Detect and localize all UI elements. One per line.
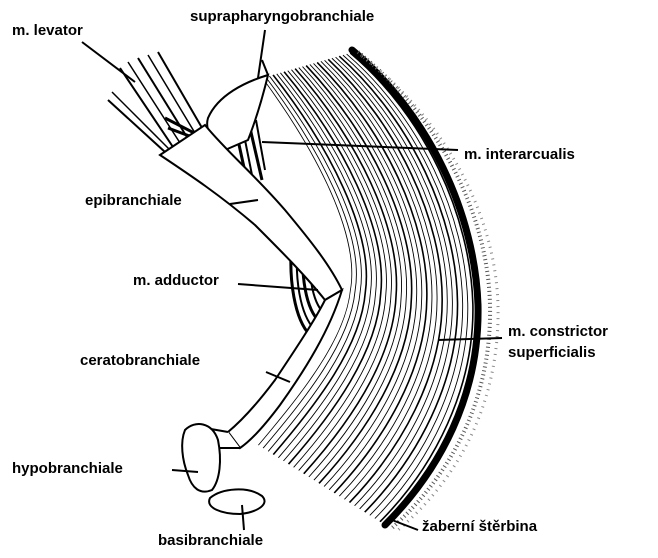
hypobranchiale-bone <box>182 424 220 492</box>
label-levator: m. levator <box>12 22 83 40</box>
label-interarcualis: m. interarcualis <box>464 146 575 164</box>
leader-suprapharyngo <box>258 30 265 78</box>
label-constrictor-line2: superficialis <box>508 344 596 362</box>
label-suprapharyngobranchiale: suprapharyngobranchiale <box>190 8 374 26</box>
label-adductor: m. adductor <box>133 272 219 290</box>
label-zaberni-sterbina: žaberní štěrbina <box>422 518 537 536</box>
basibranchiale-bone <box>209 489 264 514</box>
leader-levator <box>82 42 135 82</box>
label-constrictor-line1: m. constrictor <box>508 323 608 341</box>
gill-slit-edge <box>352 50 498 530</box>
label-hypobranchiale: hypobranchiale <box>12 460 123 478</box>
leader-constrictor <box>438 338 502 340</box>
muscle-fiber <box>339 56 457 512</box>
label-epibranchiale: epibranchiale <box>85 192 182 210</box>
label-basibranchiale: basibranchiale <box>158 532 263 550</box>
label-ceratobranchiale: ceratobranchiale <box>80 352 200 370</box>
